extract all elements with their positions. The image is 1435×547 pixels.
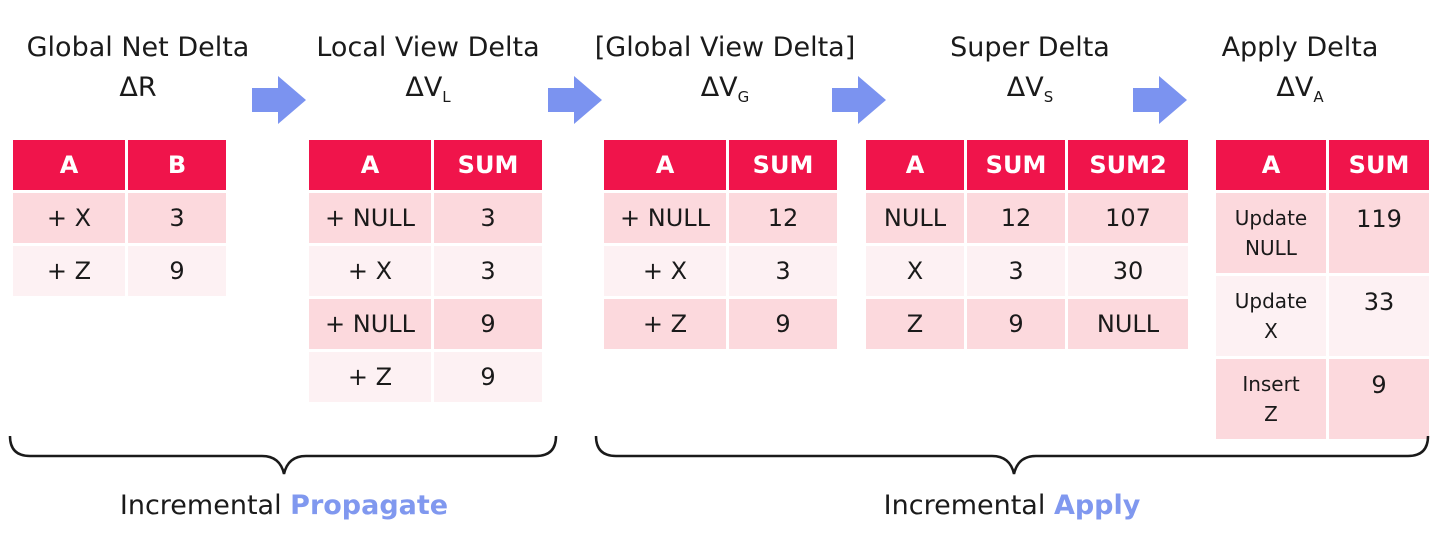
- table-row: NULL 12 107: [866, 193, 1188, 243]
- table-row: + NULL 9: [309, 299, 542, 349]
- panel-4-title: Super Delta ΔVS: [900, 28, 1160, 117]
- table-cell: 107: [1068, 193, 1188, 243]
- table-cell: 3: [434, 246, 542, 296]
- table-cell: Update X: [1216, 276, 1326, 356]
- panel-4-symbol: ΔVS: [1006, 72, 1054, 106]
- panel-1-title-text: Global Net Delta: [26, 32, 250, 63]
- local-view-delta-table: A SUM + NULL 3 + X 3 + NULL 9 + Z 9: [306, 137, 545, 405]
- table-cell: 3: [967, 246, 1065, 296]
- column-header: A: [13, 140, 125, 190]
- table-cell: 30: [1068, 246, 1188, 296]
- column-header: SUM: [729, 140, 837, 190]
- arrow-right-icon: [832, 76, 886, 124]
- panel-3-title: [Global View Delta] ΔVG: [580, 28, 870, 117]
- apply-word: Apply: [1053, 490, 1141, 521]
- panel-2-symbol: ΔVL: [405, 72, 451, 106]
- column-header: SUM: [434, 140, 542, 190]
- super-delta-table: A SUM SUM2 NULL 12 107 X 3 30 Z 9 NULL: [863, 137, 1191, 352]
- panel-2-title: Local View Delta ΔVL: [298, 28, 558, 117]
- column-header: A: [866, 140, 964, 190]
- table-cell: + X: [13, 193, 125, 243]
- table-cell: 9: [729, 299, 837, 349]
- propagate-brace: [8, 435, 1430, 475]
- table-row: + Z 9: [604, 299, 837, 349]
- table-row: Insert Z 9: [1216, 359, 1429, 439]
- panel-3-title-text: [Global View Delta]: [594, 32, 856, 63]
- table-cell: 3: [434, 193, 542, 243]
- column-header: A: [1216, 140, 1326, 190]
- panel-3-symbol: ΔVG: [700, 72, 750, 106]
- table-cell: 33: [1329, 276, 1429, 356]
- table-row: Update NULL 119: [1216, 193, 1429, 273]
- arrow-right-icon: [1133, 76, 1187, 124]
- arrow-right-icon: [252, 76, 306, 124]
- apply-delta-table: A SUM Update NULL 119 Update X 33 Insert…: [1213, 137, 1432, 442]
- column-header: B: [128, 140, 226, 190]
- table-cell: + NULL: [604, 193, 726, 243]
- arrow-right-icon: [548, 76, 602, 124]
- global-view-delta-table: A SUM + NULL 12 + X 3 + Z 9: [601, 137, 840, 352]
- column-header: SUM2: [1068, 140, 1188, 190]
- propagate-word: Propagate: [290, 490, 449, 521]
- panel-2-title-text: Local View Delta: [316, 32, 540, 63]
- column-header: A: [309, 140, 431, 190]
- column-header: SUM: [967, 140, 1065, 190]
- table-row: X 3 30: [866, 246, 1188, 296]
- table-row: + NULL 3: [309, 193, 542, 243]
- table-row: + Z 9: [13, 246, 226, 296]
- table-cell: + NULL: [309, 299, 431, 349]
- table-cell: + NULL: [309, 193, 431, 243]
- table-row: Update X 33: [1216, 276, 1429, 356]
- panel-5-symbol: ΔVA: [1276, 72, 1324, 106]
- table-row: + NULL 12: [604, 193, 837, 243]
- panel-1-title: Global Net Delta ΔR: [8, 28, 268, 117]
- table-row: + Z 9: [309, 352, 542, 402]
- table-cell: 119: [1329, 193, 1429, 273]
- table-cell: NULL: [866, 193, 964, 243]
- table-cell: 3: [729, 246, 837, 296]
- propagate-prefix: Incremental: [119, 490, 291, 521]
- table-cell: Z: [866, 299, 964, 349]
- table-cell: 9: [434, 352, 542, 402]
- table-cell: + Z: [309, 352, 431, 402]
- table-cell: 9: [128, 246, 226, 296]
- column-header: SUM: [1329, 140, 1429, 190]
- panel-4-title-text: Super Delta: [950, 32, 1110, 63]
- table-cell: 12: [967, 193, 1065, 243]
- table-cell: 3: [128, 193, 226, 243]
- panel-5-title: Apply Delta ΔVA: [1180, 28, 1420, 117]
- panel-1-symbol: ΔR: [119, 72, 157, 103]
- table-cell: X: [866, 246, 964, 296]
- panel-5-title-text: Apply Delta: [1221, 32, 1379, 63]
- propagate-label: Incremental Propagate: [84, 490, 484, 521]
- table-cell: NULL: [1068, 299, 1188, 349]
- table-cell: + X: [309, 246, 431, 296]
- table-row: + X 3: [13, 193, 226, 243]
- table-cell: + X: [604, 246, 726, 296]
- table-cell: 9: [434, 299, 542, 349]
- table-cell: + Z: [604, 299, 726, 349]
- table-cell: Insert Z: [1216, 359, 1326, 439]
- global-net-delta-table: A B + X 3 + Z 9: [10, 137, 229, 299]
- table-cell: + Z: [13, 246, 125, 296]
- table-cell: 9: [1329, 359, 1429, 439]
- table-cell: 9: [967, 299, 1065, 349]
- table-cell: 12: [729, 193, 837, 243]
- table-row: + X 3: [604, 246, 837, 296]
- column-header: A: [604, 140, 726, 190]
- table-row: Z 9 NULL: [866, 299, 1188, 349]
- apply-prefix: Incremental: [883, 490, 1054, 521]
- table-cell: Update NULL: [1216, 193, 1326, 273]
- apply-label: Incremental Apply: [812, 490, 1212, 521]
- table-row: + X 3: [309, 246, 542, 296]
